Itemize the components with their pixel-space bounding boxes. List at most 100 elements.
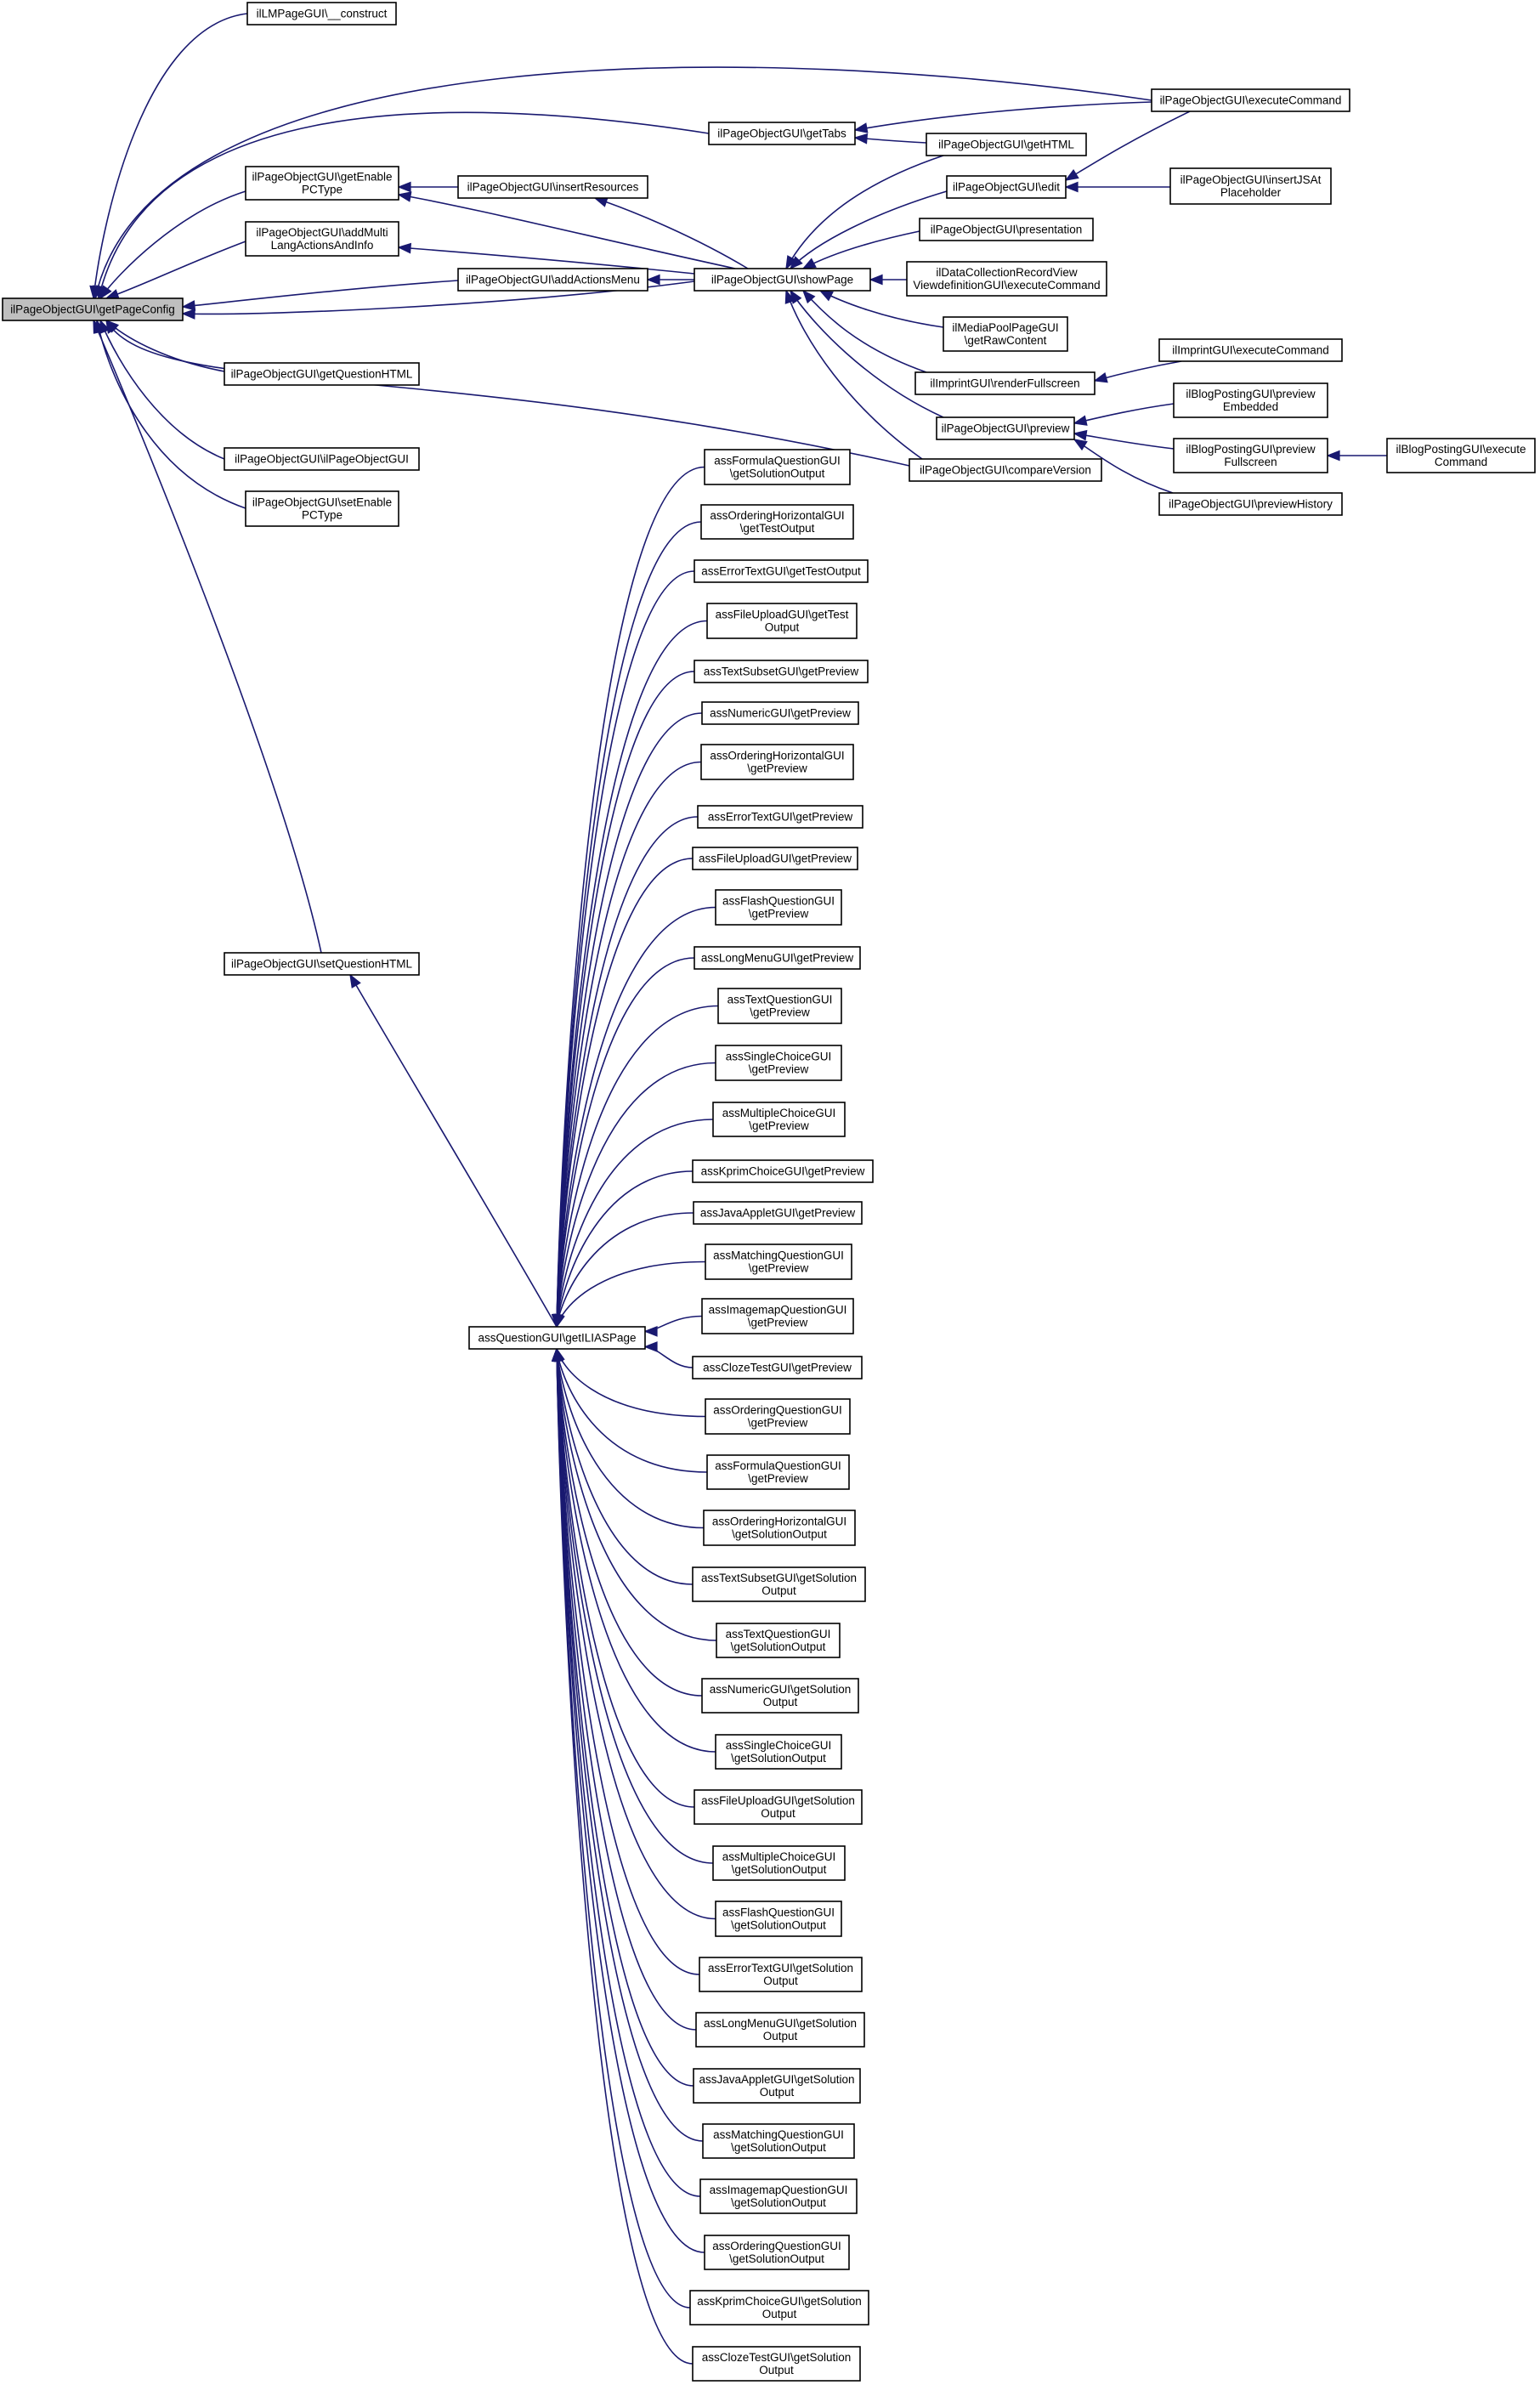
node-mediapool[interactable]: ilMediaPoolPageGUI\getRawContent — [943, 316, 1068, 352]
node-q16[interactable]: assJavaAppletGUI\getPreview — [693, 1201, 863, 1225]
node-q10[interactable]: assFlashQuestionGUI\getPreview — [715, 889, 842, 926]
edge-blogExec-to-blogFullscreen — [1326, 450, 1387, 462]
node-box — [692, 1356, 863, 1379]
node-q26[interactable]: assSingleChoiceGUI\getSolutionOutput — [715, 1734, 842, 1770]
edge-showPage-to-insertResources — [593, 196, 749, 269]
edge-q15-to-getILIASPage — [552, 1170, 694, 1328]
node-executeCommand[interactable]: ilPageObjectGUI\executeCommand — [1151, 88, 1350, 112]
node-label: ilPageObjectGUI\presentation — [931, 224, 1083, 236]
node-q9[interactable]: assFileUploadGUI\getPreview — [692, 847, 858, 870]
node-box — [693, 2068, 861, 2104]
node-root[interactable]: ilPageObjectGUI\getPageConfig — [2, 297, 184, 321]
arrowhead — [349, 973, 361, 989]
node-q23[interactable]: assTextSubsetGUI\getSolutionOutput — [692, 1566, 866, 1602]
node-box — [701, 1678, 859, 1714]
node-q1[interactable]: assFormulaQuestionGUI\getSolutionOutput — [704, 449, 851, 485]
node-box — [694, 268, 871, 292]
node-q14[interactable]: assMultipleChoiceGUI\getPreview — [712, 1102, 846, 1137]
node-q12[interactable]: assTextQuestionGUI\getPreview — [717, 988, 842, 1024]
node-q13[interactable]: assSingleChoiceGUI\getPreview — [715, 1045, 842, 1081]
node-box — [716, 1623, 841, 1658]
node-edit[interactable]: ilPageObjectGUI\edit — [946, 175, 1067, 199]
node-label: assTextSubsetGUI\getPreview — [704, 666, 859, 678]
node-q37[interactable]: assClozeTestGUI\getSolutionOutput — [692, 2346, 861, 2382]
node-q21[interactable]: assFormulaQuestionGUI\getPreview — [706, 1454, 850, 1490]
node-label: \getSolutionOutput — [729, 2252, 824, 2265]
edge-q18-to-getILIASPage — [643, 1315, 703, 1337]
edge-showPage-to-addMulti — [397, 242, 695, 275]
node-q27[interactable]: assFileUploadGUI\getSolutionOutput — [694, 1789, 863, 1825]
node-getQuestionHTML[interactable]: ilPageObjectGUI\getQuestionHTML — [224, 362, 420, 386]
edge-compareVersion-to-root — [105, 319, 910, 467]
node-label: \getPreview — [749, 908, 809, 921]
node-label: ilBlogPostingGUI\preview — [1186, 443, 1316, 456]
node-label: assOrderingHorizontalGUI — [712, 1515, 846, 1528]
node-q29[interactable]: assFlashQuestionGUI\getSolutionOutput — [715, 1901, 842, 1937]
node-q33[interactable]: assMatchingQuestionGUI\getSolutionOutput — [702, 2123, 855, 2159]
node-q5[interactable]: assTextSubsetGUI\getPreview — [694, 660, 869, 683]
node-preview[interactable]: ilPageObjectGUI\preview — [936, 416, 1075, 440]
node-q2[interactable]: assOrderingHorizontalGUI\getTestOutput — [700, 504, 854, 540]
edge-q29-to-getILIASPage — [552, 1347, 716, 1920]
node-compareVersion[interactable]: ilPageObjectGUI\compareVersion — [909, 458, 1102, 482]
node-q17[interactable]: assMatchingQuestionGUI\getPreview — [705, 1243, 852, 1280]
node-q4[interactable]: assFileUploadGUI\getTestOutput — [706, 603, 858, 639]
node-q8[interactable]: assErrorTextGUI\getPreview — [697, 805, 863, 829]
node-addMulti[interactable]: ilPageObjectGUI\addMultiLangActionsAndIn… — [245, 221, 399, 257]
node-q36[interactable]: assKprimChoiceGUI\getSolutionOutput — [689, 2290, 869, 2326]
node-q20[interactable]: assOrderingQuestionGUI\getPreview — [705, 1398, 851, 1435]
node-q31[interactable]: assLongMenuGUI\getSolutionOutput — [695, 2012, 865, 2048]
node-getTabs[interactable]: ilPageObjectGUI\getTabs — [708, 122, 856, 145]
node-renderFullscreen[interactable]: ilImprintGUI\renderFullscreen — [914, 371, 1096, 395]
node-box — [692, 847, 858, 870]
node-ilPageObjectGUI[interactable]: ilPageObjectGUI\ilPageObjectGUI — [224, 447, 420, 471]
node-insertResources[interactable]: ilPageObjectGUI\insertResources — [457, 175, 648, 199]
node-getHTML[interactable]: ilPageObjectGUI\getHTML — [926, 133, 1087, 156]
node-q7[interactable]: assOrderingHorizontalGUI\getPreview — [700, 744, 854, 780]
edge-line — [556, 1348, 691, 2309]
node-addActionsMenu[interactable]: ilPageObjectGUI\addActionsMenu — [457, 268, 648, 292]
node-label: Output — [762, 2308, 797, 2320]
edge-getEnablePCType-to-root — [99, 190, 246, 300]
node-imprintExec[interactable]: ilImprintGUI\executeCommand — [1158, 338, 1343, 362]
node-q19[interactable]: assClozeTestGUI\getPreview — [692, 1356, 863, 1379]
node-box — [2, 297, 184, 321]
node-lmconstruct[interactable]: ilLMPageGUI\__construct — [246, 2, 397, 25]
edge-line — [556, 1260, 706, 1328]
node-q28[interactable]: assMultipleChoiceGUI\getSolutionOutput — [712, 1845, 846, 1881]
node-q11[interactable]: assLongMenuGUI\getPreview — [694, 946, 861, 970]
node-showPage[interactable]: ilPageObjectGUI\showPage — [694, 268, 871, 292]
node-dcl[interactable]: ilDataCollectionRecordViewViewdefinition… — [906, 261, 1107, 297]
node-q24[interactable]: assTextQuestionGUI\getSolutionOutput — [716, 1623, 841, 1658]
node-q22[interactable]: assOrderingHorizontalGUI\getSolutionOutp… — [703, 1510, 856, 1546]
node-q25[interactable]: assNumericGUI\getSolutionOutput — [701, 1678, 859, 1714]
edge-line — [398, 194, 736, 269]
node-setQuestionHTML[interactable]: ilPageObjectGUI\setQuestionHTML — [224, 952, 420, 976]
node-q3[interactable]: assErrorTextGUI\getTestOutput — [694, 559, 869, 583]
node-presentation[interactable]: ilPageObjectGUI\presentation — [919, 218, 1094, 241]
edge-line — [556, 1062, 716, 1328]
node-q35[interactable]: assOrderingQuestionGUI\getSolutionOutput — [704, 2235, 850, 2270]
node-box — [708, 122, 856, 145]
node-box — [692, 2346, 861, 2382]
node-previewHistory[interactable]: ilPageObjectGUI\previewHistory — [1158, 492, 1343, 516]
node-q18[interactable]: assImagemapQuestionGUI\getPreview — [701, 1298, 854, 1334]
node-q15[interactable]: assKprimChoiceGUI\getPreview — [692, 1159, 874, 1183]
edge-blogEmbedded-to-preview — [1073, 403, 1175, 426]
node-q6[interactable]: assNumericGUI\getPreview — [701, 701, 859, 725]
node-label: \getPreview — [748, 1417, 808, 1430]
node-getILIASPage[interactable]: assQuestionGUI\getILIASPage — [468, 1326, 646, 1350]
node-blogExec[interactable]: ilBlogPostingGUI\executeCommand — [1386, 438, 1536, 473]
node-label: \getSolutionOutput — [731, 2196, 826, 2209]
edge-addMulti-to-root — [105, 241, 246, 300]
node-q34[interactable]: assImagemapQuestionGUI\getSolutionOutput — [699, 2178, 858, 2214]
node-q32[interactable]: assJavaAppletGUI\getSolutionOutput — [693, 2068, 861, 2104]
node-q30[interactable]: assErrorTextGUI\getSolutionOutput — [699, 1957, 863, 1992]
node-label: ilPageObjectGUI\ilPageObjectGUI — [235, 453, 409, 466]
